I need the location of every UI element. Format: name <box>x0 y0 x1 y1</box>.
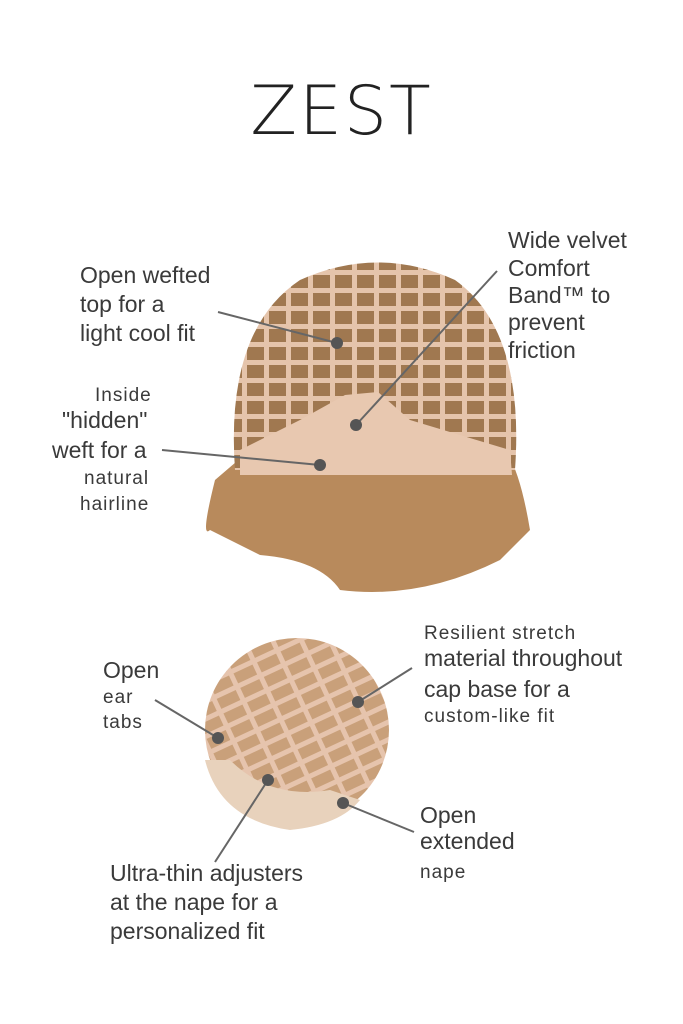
callout-line: weft for a <box>52 437 147 463</box>
leader-lines <box>154 270 498 863</box>
callout-line: Open <box>420 802 477 828</box>
callout-line: tabs <box>103 712 143 733</box>
callout-line: Open <box>103 657 160 683</box>
callout-line: top for a <box>80 291 165 317</box>
callout-line: personalized fit <box>110 918 265 944</box>
callout-line: Inside <box>95 385 152 406</box>
comfort-band <box>240 392 512 475</box>
product-title: ZEST <box>250 72 433 151</box>
wig-cap-front-view <box>206 262 530 592</box>
callout-line: hairline <box>80 494 150 515</box>
callout-line: Comfort <box>508 255 590 281</box>
callout-line: at the nape for a <box>110 889 278 915</box>
callout-line: custom-like fit <box>424 706 556 727</box>
callout-line: cap base for a <box>424 676 570 702</box>
callout-line: Resilient stretch <box>424 623 577 644</box>
callout-line: prevent <box>508 309 585 335</box>
callout-line: light cool fit <box>80 320 196 346</box>
callout-line: extended <box>420 828 515 854</box>
callout-line: Band™ to <box>508 282 611 308</box>
callout-line: "hidden" <box>62 407 148 433</box>
callout-dots <box>212 337 364 809</box>
callout-line: friction <box>508 337 576 363</box>
callout-line: Open wefted <box>80 262 211 288</box>
callout-line: material throughout <box>424 645 623 671</box>
callout-line: ear <box>103 687 134 708</box>
callout-line: Wide velvet <box>508 227 627 253</box>
callout-line: natural <box>84 468 150 489</box>
callout-line: nape <box>420 862 467 883</box>
wig-cap-underside-view <box>205 638 389 830</box>
callout-line: Ultra-thin adjusters <box>110 860 304 886</box>
